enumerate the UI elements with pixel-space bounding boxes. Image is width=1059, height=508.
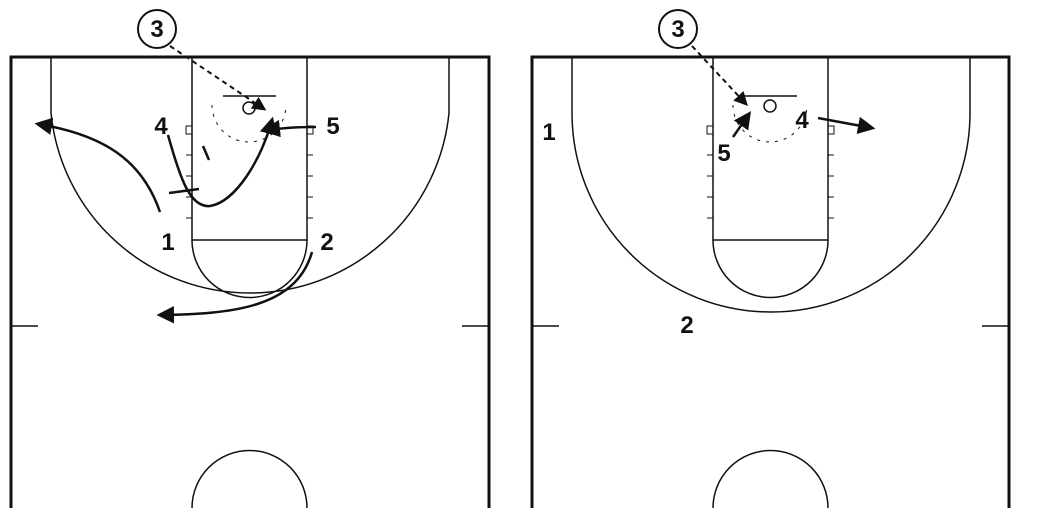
- player-label-1: 1: [161, 229, 174, 256]
- lane-marks: [706, 125, 835, 219]
- cut-arrow-player-1: [34, 117, 162, 213]
- cut-arrow-player-4: [817, 116, 876, 135]
- restricted-area: [211, 104, 287, 143]
- player-label-4: 4: [795, 107, 809, 134]
- players-right: 3 1 2 4 5: [542, 9, 809, 339]
- players-left: 3 1 2 4 5: [137, 9, 340, 256]
- center-circle: [712, 449, 829, 508]
- free-throw-circle: [191, 239, 308, 299]
- three-point-line: [571, 57, 971, 313]
- player-label-5: 5: [717, 140, 730, 167]
- cut-arrow-player-5: [262, 119, 317, 138]
- court-boundary: [530, 55, 1011, 508]
- screen-mark-player-4: [168, 187, 200, 195]
- player-label-3: 3: [150, 16, 163, 43]
- player-label-2: 2: [680, 312, 693, 339]
- court-diagram-left: 3 1 2 4 5: [9, 9, 491, 508]
- half-court-right: [530, 55, 1011, 508]
- half-court-left: [9, 55, 491, 508]
- pass-line-player-3: [169, 45, 267, 111]
- three-point-line: [50, 57, 450, 294]
- free-throw-circle: [712, 239, 829, 299]
- restricted-area: [732, 104, 808, 143]
- cut-arrow-player-5: [731, 111, 751, 138]
- court-diagram-right: 3 1 2 4 5: [530, 9, 1011, 508]
- free-throw-lane: [712, 57, 829, 241]
- court-boundary: [9, 55, 491, 508]
- rim: [242, 101, 256, 115]
- play-actions-right: [691, 45, 876, 138]
- center-circle: [191, 449, 308, 508]
- cut-arrow-player-2: [156, 251, 314, 324]
- player-3-circle: [137, 9, 177, 49]
- player-label-1: 1: [542, 119, 555, 146]
- player-label-5: 5: [326, 113, 339, 140]
- pass-line-player-3: [691, 45, 748, 107]
- play-actions-left: [34, 45, 317, 324]
- player-3-circle: [658, 9, 698, 49]
- player-label-4: 4: [154, 113, 168, 140]
- screen-cut-player-4: [166, 116, 277, 208]
- screen-mark-player-5: [201, 145, 211, 161]
- rim: [763, 99, 777, 113]
- free-throw-lane: [191, 57, 308, 241]
- player-label-3: 3: [671, 16, 684, 43]
- player-label-2: 2: [320, 229, 333, 256]
